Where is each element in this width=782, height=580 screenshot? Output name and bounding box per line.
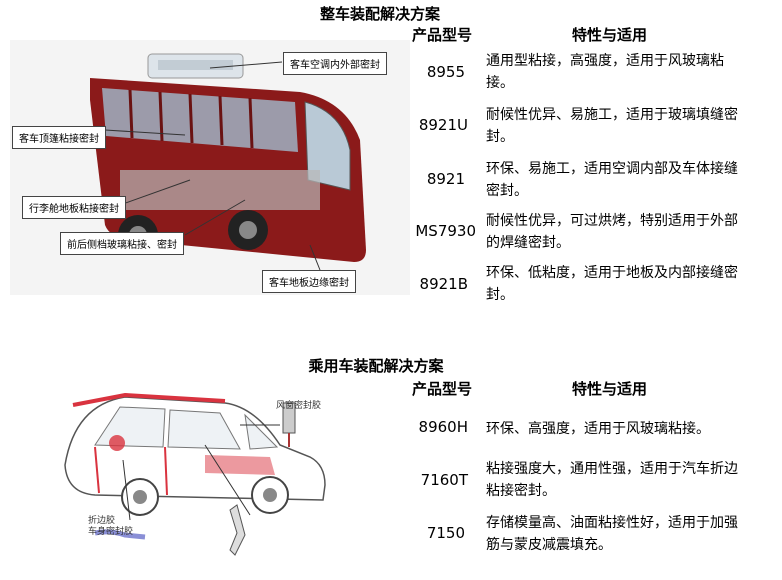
section1-model-header: 产品型号 (412, 26, 473, 44)
section2-feature-header: 特性与适用 (572, 380, 648, 398)
callout-floor-edge: 客车地板边缘密封 (262, 270, 356, 293)
model-code: 8960H (418, 418, 468, 436)
callout-side-glass: 前后侧档玻璃粘接、密封 (60, 232, 184, 255)
model-feature: 环保、高强度，适用于风玻璃粘接。 (486, 421, 710, 437)
car-illustration (64, 392, 326, 556)
bus-illustration (10, 40, 410, 295)
callout-ac-seal: 客车空调内外部密封 (283, 52, 387, 75)
label-windshield-seal: 风窗密封胶 (276, 401, 322, 411)
model-code: 8921U (418, 116, 468, 134)
section2-title: 乘用车装配解决方案 (308, 357, 444, 375)
label-body-sealant: 车身密封胶 (88, 527, 134, 537)
model-feature: 耐候性优异、易施工，适用于玻璃填缝密封。 (486, 107, 738, 145)
label-hem-adhesive: 折边胶 (88, 516, 116, 526)
model-feature: 通用型粘接，高强度，适用于风玻璃粘接。 (486, 53, 724, 91)
model-code: 7150 (426, 524, 465, 542)
model-code: 8955 (426, 63, 465, 81)
section2-model-header: 产品型号 (412, 380, 473, 398)
model-code: MS7930 (415, 222, 476, 240)
model-feature: 存储模量高、油面粘接性好，适用于加强筋与蒙皮减震填充。 (486, 515, 738, 553)
callout-roof-seal: 客车顶篷粘接密封 (12, 126, 106, 149)
model-feature: 环保、低粘度，适用于地板及内部接缝密封。 (486, 265, 738, 303)
model-code: 8921 (426, 170, 465, 188)
section1-feature-header: 特性与适用 (572, 26, 648, 44)
model-code: 7160T (420, 471, 468, 489)
model-feature: 耐候性优异，可过烘烤，特别适用于外部的焊缝密封。 (486, 213, 738, 251)
model-code: 8921B (419, 275, 468, 293)
callout-luggage-floor: 行李舱地板粘接密封 (22, 196, 126, 219)
model-feature: 粘接强度大，通用性强，适用于汽车折边粘接密封。 (486, 461, 738, 499)
model-feature: 环保、易施工，适用空调内部及车体接缝密封。 (486, 161, 738, 199)
section1-title: 整车装配解决方案 (319, 5, 440, 23)
